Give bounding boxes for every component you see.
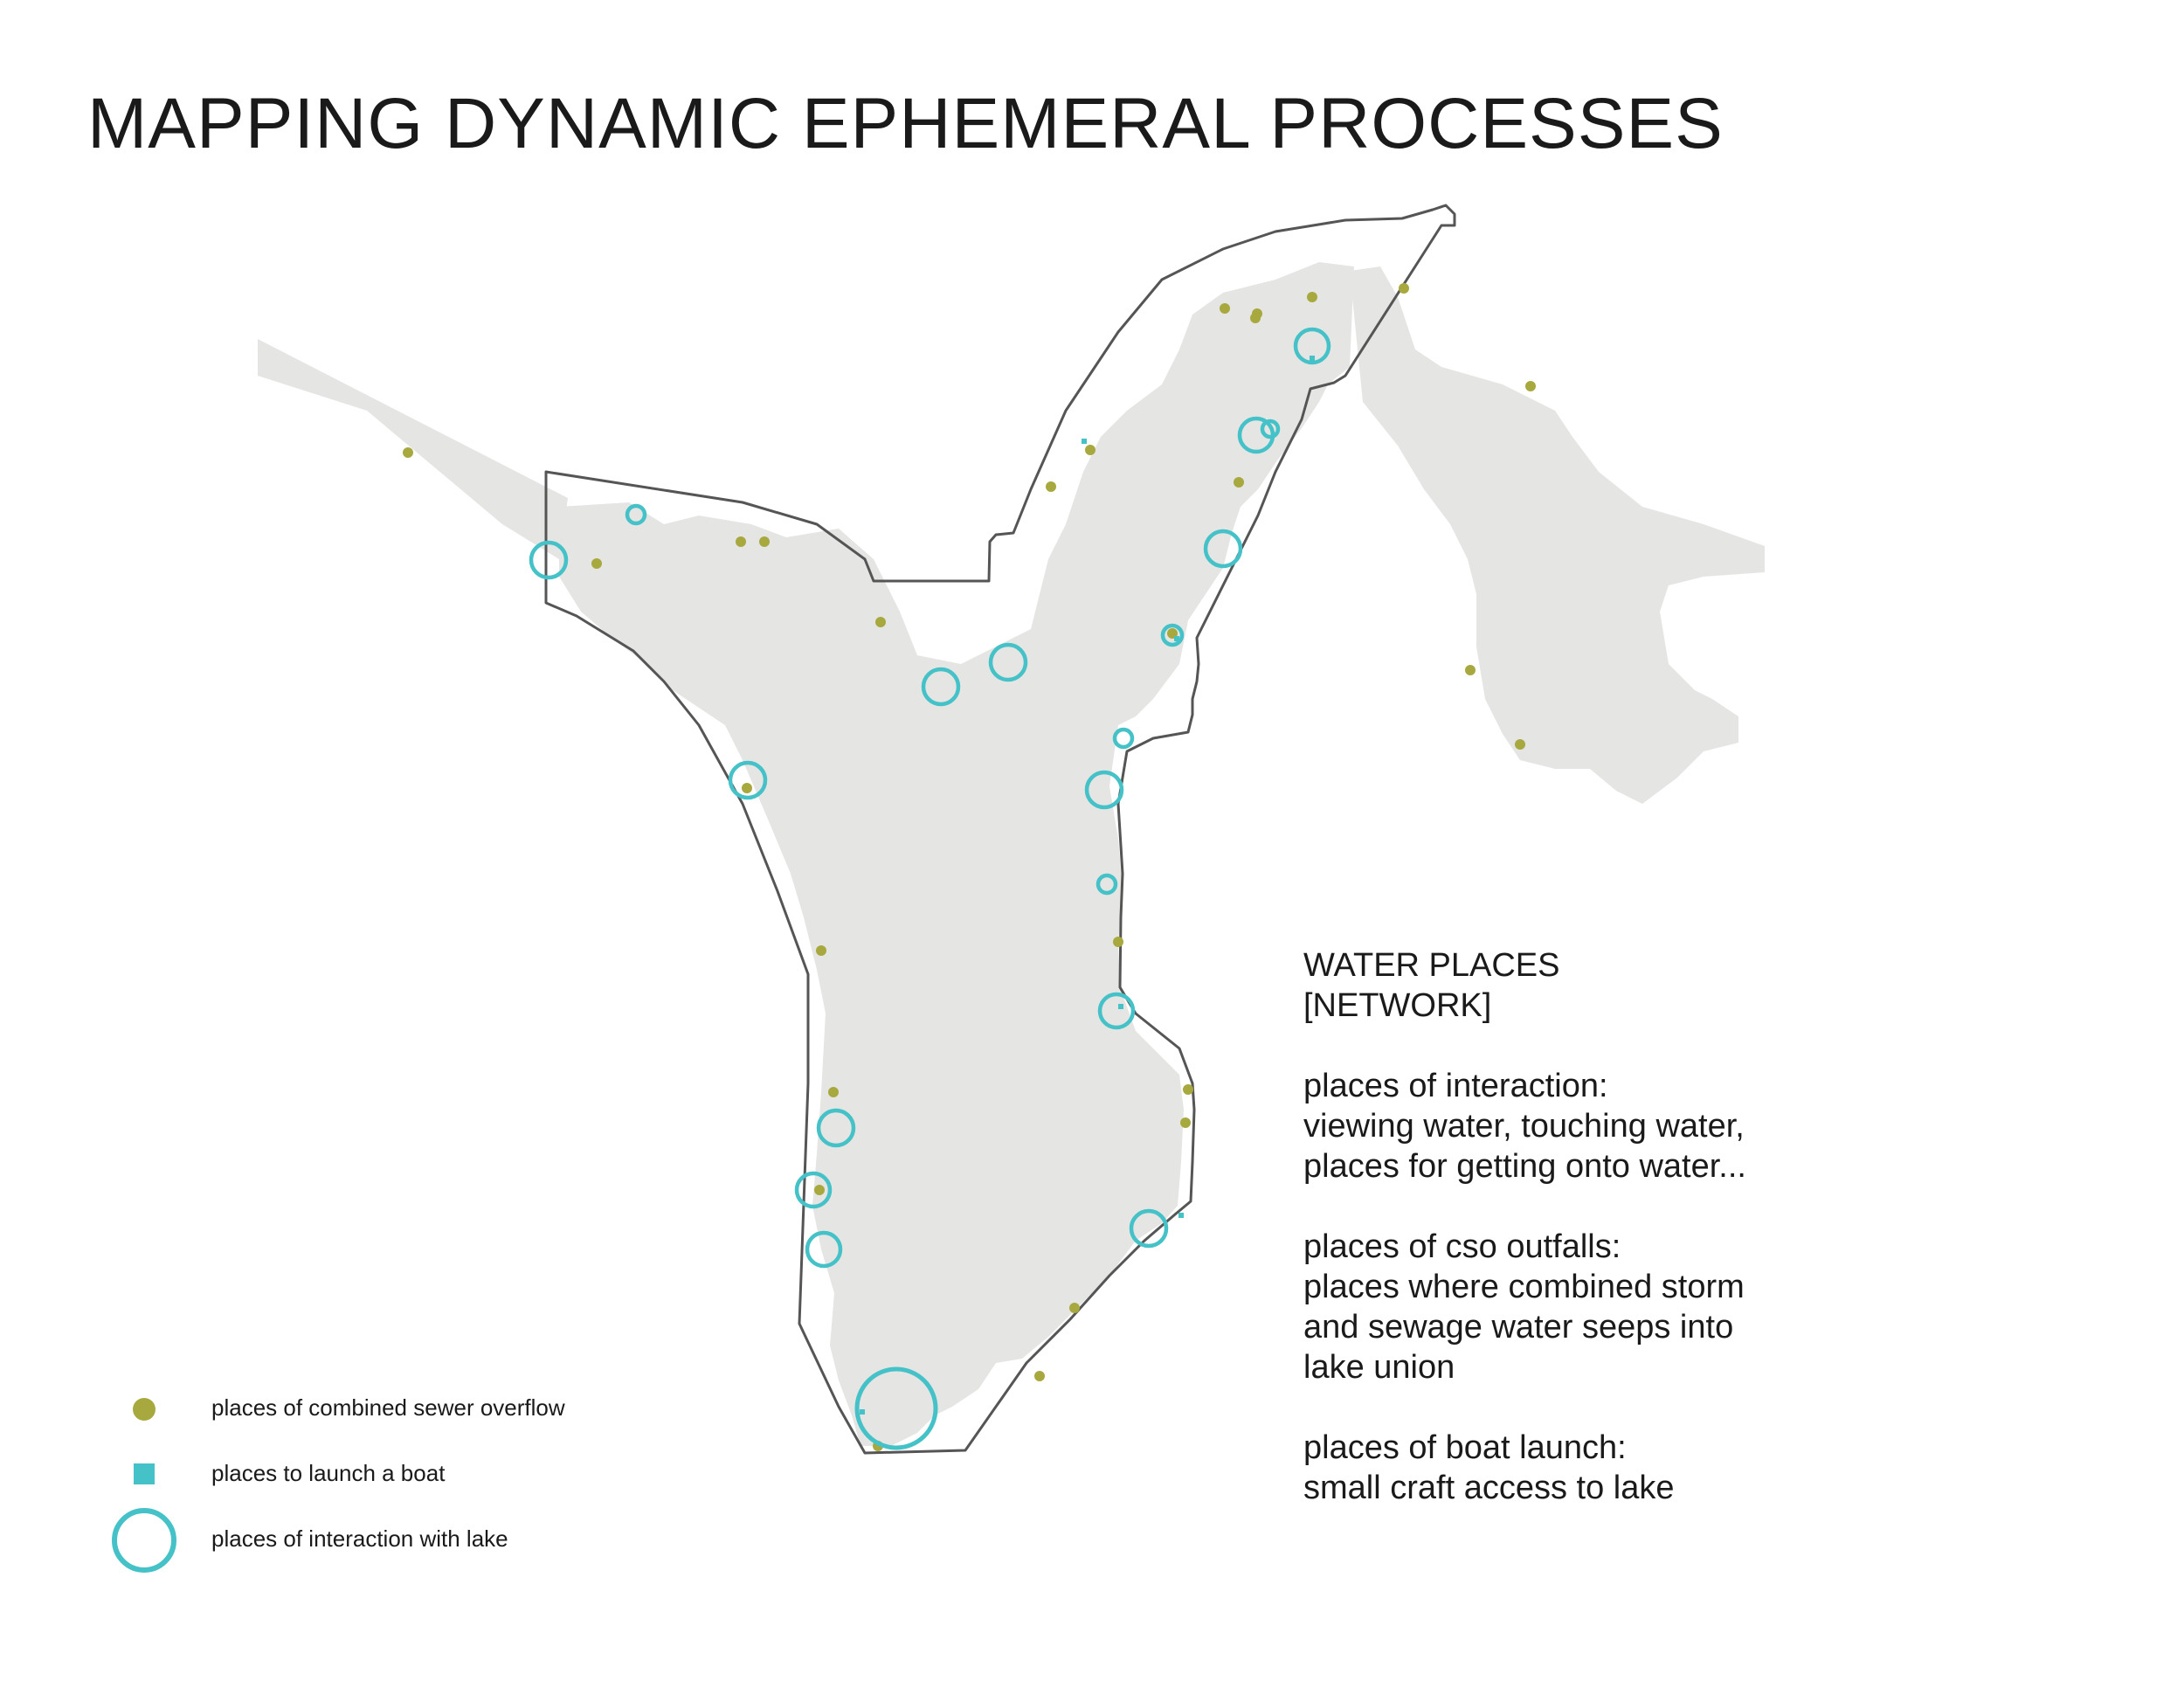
sewer-overflow-marker bbox=[1515, 739, 1525, 750]
sewer-overflow-marker bbox=[814, 1185, 825, 1195]
description-line: and sewage water seeps into bbox=[1303, 1309, 1734, 1346]
sewer-overflow-marker bbox=[403, 447, 413, 458]
sewer-overflow-marker bbox=[1250, 313, 1261, 323]
lake-interaction-marker bbox=[1095, 873, 1118, 896]
description-line: places where combined storm bbox=[1303, 1269, 1745, 1305]
description-line: places of boat launch: bbox=[1303, 1429, 1627, 1466]
description-line: places of interaction: bbox=[1303, 1068, 1608, 1104]
sewer-overflow-marker bbox=[1220, 303, 1230, 314]
description-line: lake union bbox=[1303, 1349, 1455, 1386]
sewer-overflow-marker bbox=[828, 1087, 839, 1097]
boat-launch-marker bbox=[1178, 1213, 1184, 1218]
land-masses bbox=[258, 262, 1765, 1446]
boat-launch-marker bbox=[1174, 636, 1179, 641]
water-places-panel: WATER PLACES [NETWORK] places of interac… bbox=[1303, 945, 1793, 1548]
cso-outfall-description: places of cso outfalls: places where com… bbox=[1303, 1227, 1793, 1387]
panel-heading: WATER PLACES [NETWORK] bbox=[1303, 945, 1793, 1026]
legend-label: places to launch a boat bbox=[211, 1460, 446, 1486]
lake-interaction-marker bbox=[1203, 529, 1243, 569]
boat-launch-marker bbox=[1310, 356, 1315, 361]
legend-label: places of interaction with lake bbox=[211, 1525, 508, 1552]
lake-interaction-marker bbox=[625, 503, 647, 526]
sewer-overflow-marker bbox=[1525, 381, 1536, 391]
lake-interaction-marker bbox=[805, 1230, 843, 1269]
boat-launch-marker bbox=[1118, 1004, 1123, 1009]
panel-heading-line: [NETWORK] bbox=[1303, 987, 1492, 1024]
lake-interaction-marker bbox=[1293, 327, 1331, 365]
sewer-overflow-marker bbox=[759, 536, 770, 547]
sewer-overflow-marker bbox=[1183, 1084, 1193, 1095]
lake-interaction-marker bbox=[1084, 770, 1124, 810]
sewer-overflow-marker bbox=[1034, 1371, 1045, 1381]
sewer-overflow-marker bbox=[736, 536, 746, 547]
legend-item-boat-launch: places to launch a boat bbox=[109, 1437, 633, 1507]
boat-launch-square-icon bbox=[134, 1463, 155, 1484]
description-line: places of cso outfalls: bbox=[1303, 1228, 1621, 1265]
sewer-overflow-markers bbox=[403, 283, 1536, 1451]
panel-heading-line: WATER PLACES bbox=[1303, 947, 1560, 984]
lake-interaction-marker bbox=[1097, 992, 1136, 1030]
boat-launch-marker bbox=[860, 1409, 865, 1415]
sewer-overflow-marker bbox=[1180, 1117, 1191, 1128]
sewer-overflow-marker bbox=[1046, 481, 1056, 492]
description-line: places for getting onto water... bbox=[1303, 1148, 1746, 1185]
lake-interaction-marker bbox=[854, 1366, 938, 1450]
map-title: MAPPING DYNAMIC EPHEMERAL PROCESSES bbox=[87, 84, 1724, 163]
sewer-overflow-marker bbox=[1399, 283, 1409, 294]
sewer-overflow-marker bbox=[875, 617, 886, 627]
study-area-boundary bbox=[544, 204, 1456, 1455]
west-ship-canal-land bbox=[258, 339, 568, 559]
legend-label: places of combined sewer overflow bbox=[211, 1394, 565, 1421]
lake-interaction-marker bbox=[921, 667, 961, 707]
lake-interaction-marker bbox=[1260, 419, 1281, 439]
lake-interaction-marker bbox=[1129, 1208, 1169, 1249]
sewer-overflow-marker bbox=[742, 783, 752, 793]
description-line: viewing water, touching water, bbox=[1303, 1108, 1745, 1145]
sewer-overflow-marker bbox=[1113, 937, 1123, 947]
lake-interaction-marker bbox=[988, 642, 1028, 682]
boat-launch-markers bbox=[860, 356, 1315, 1415]
lake-interaction-ring-icon bbox=[112, 1508, 176, 1573]
interaction-description: places of interaction: viewing water, to… bbox=[1303, 1066, 1793, 1186]
sewer-overflow-marker bbox=[1307, 292, 1317, 302]
east-lake-land bbox=[1350, 266, 1765, 804]
sewer-overflow-marker bbox=[591, 558, 602, 569]
sewer-overflow-marker bbox=[816, 945, 826, 956]
sewer-overflow-dot-icon bbox=[133, 1398, 156, 1421]
boat-launch-marker bbox=[1082, 439, 1087, 444]
legend-item-sewer-overflow: places of combined sewer overflow bbox=[109, 1372, 633, 1442]
description-line: small craft access to lake bbox=[1303, 1470, 1675, 1506]
sewer-overflow-marker bbox=[1465, 665, 1476, 675]
lake-interaction-marker bbox=[728, 760, 768, 800]
lake-interaction-marker bbox=[1160, 623, 1185, 647]
lake-interaction-markers bbox=[529, 327, 1331, 1450]
boat-launch-description: places of boat launch: small craft acces… bbox=[1303, 1428, 1793, 1508]
lake-interaction-marker bbox=[1112, 727, 1135, 750]
lake-interaction-marker bbox=[794, 1171, 833, 1209]
sewer-overflow-marker bbox=[1069, 1303, 1080, 1313]
sewer-overflow-marker bbox=[1085, 445, 1095, 455]
lake-interaction-marker bbox=[529, 540, 569, 580]
lake-shore-land bbox=[559, 262, 1354, 1446]
legend-item-lake-interaction: places of interaction with lake bbox=[109, 1503, 633, 1573]
sewer-overflow-marker bbox=[1234, 477, 1244, 488]
lake-interaction-marker bbox=[816, 1108, 856, 1148]
